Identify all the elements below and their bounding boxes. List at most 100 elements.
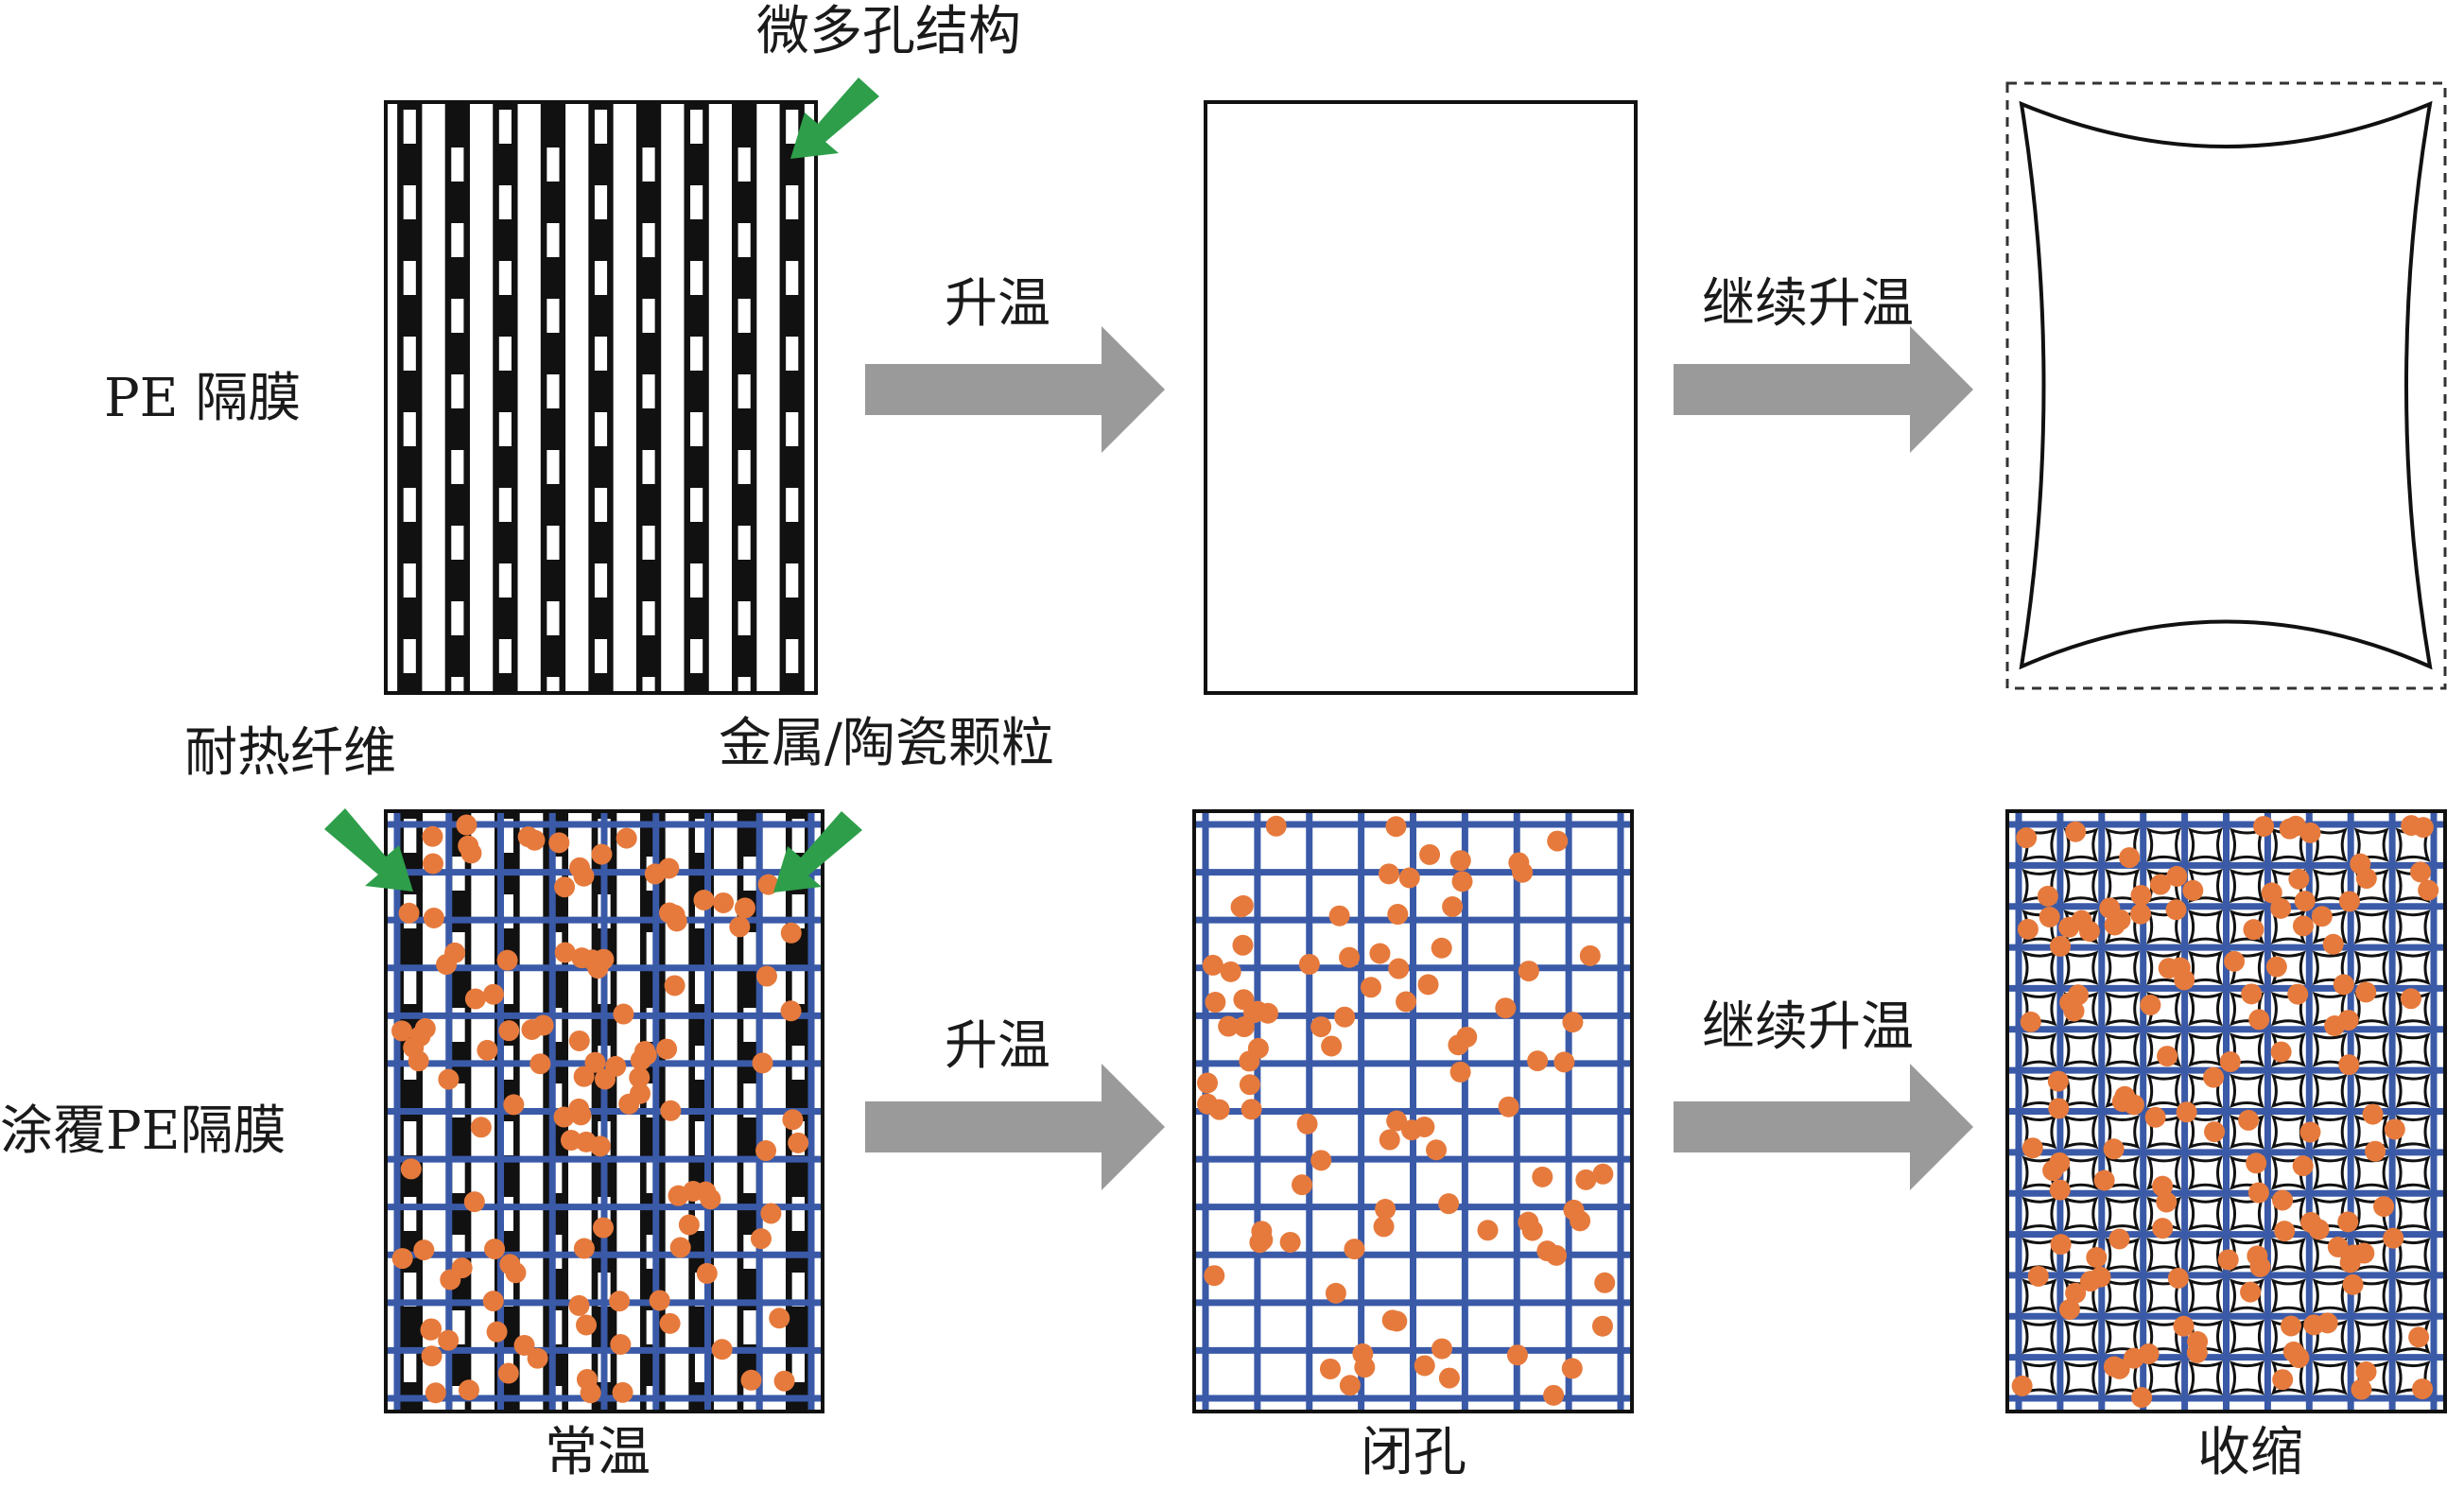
micropore [594, 639, 608, 673]
ceramic-particle [660, 1100, 682, 1121]
ceramic-particle [1506, 1344, 1528, 1366]
ceramic-particle [560, 1130, 581, 1152]
shrunk-pore [2312, 827, 2348, 862]
ceramic-particle [2108, 1228, 2130, 1250]
shrunk-pore [2063, 868, 2099, 904]
ceramic-particle [477, 1039, 498, 1061]
ceramic-particle [2373, 1196, 2395, 1218]
ceramic-particle [2261, 882, 2282, 904]
micropore [690, 412, 703, 446]
shrunk-pore [2105, 991, 2141, 1027]
ceramic-particle [2412, 817, 2434, 839]
ceramic-particle [2037, 885, 2058, 907]
shrunk-pore [2229, 1319, 2264, 1355]
ceramic-particle [1575, 1169, 1597, 1190]
ceramic-particle [2049, 1179, 2071, 1201]
annotation-micropore-structure: 微多孔结构 [756, 1, 1021, 62]
micropore [594, 185, 608, 219]
ceramic-particle [1426, 1139, 1448, 1161]
shrunk-pore [2188, 1196, 2224, 1232]
micropore [451, 147, 464, 182]
shrunk-pore [2063, 1155, 2099, 1190]
ceramic-particle [755, 965, 777, 987]
ceramic-particle [2119, 847, 2141, 869]
ceramic-particle [499, 1254, 521, 1275]
micropore [451, 299, 464, 333]
ceramic-particle [2272, 1369, 2294, 1391]
ceramic-particle [2338, 891, 2360, 912]
ceramic-particle [2217, 1249, 2239, 1271]
micropore [594, 488, 608, 522]
ceramic-particle [1197, 1072, 1219, 1094]
ceramic-particle [1232, 934, 1254, 956]
shrunk-pore [2188, 1237, 2224, 1273]
ceramic-particle [734, 897, 755, 919]
ceramic-particle [584, 1051, 606, 1073]
micropore [791, 970, 806, 1004]
ceramic-particle [438, 1329, 460, 1351]
micropore [642, 374, 655, 408]
micropore [594, 563, 608, 598]
ceramic-particle [1386, 1110, 1408, 1132]
ceramic-particle [2339, 1252, 2361, 1273]
shrunk-pore [2270, 910, 2306, 944]
ceramic-particle [2042, 1160, 2064, 1182]
micropore [451, 526, 464, 560]
shrunk-pore [2270, 1237, 2306, 1273]
micropore [451, 374, 464, 408]
shrunk-pore [2188, 910, 2224, 944]
ceramic-particle [2274, 1221, 2296, 1242]
micropore [642, 601, 655, 635]
micropore [594, 412, 608, 446]
shrunk-pore [2312, 910, 2348, 944]
micropore [737, 677, 751, 693]
micropore [743, 1159, 756, 1193]
ceramic-particle [2303, 1314, 2325, 1336]
ceramic-particle [678, 1214, 700, 1236]
ceramic-particle [752, 1052, 773, 1074]
ceramic-particle [573, 1066, 595, 1087]
ceramic-particle [2246, 1152, 2267, 1174]
arrow-label-heating-top: 升温 [945, 273, 1050, 335]
ceramic-particle [497, 1362, 519, 1384]
shrunk-pore [2229, 827, 2264, 862]
shrunk-pore [2395, 1155, 2431, 1190]
ceramic-particle [423, 908, 444, 929]
ceramic-particle [553, 1106, 575, 1128]
ceramic-particle [2140, 994, 2161, 1015]
ceramic-particle [548, 832, 570, 854]
micropore [737, 601, 751, 635]
ceramic-particle [1204, 1265, 1225, 1287]
micropore [403, 1273, 417, 1307]
shrunk-pore [2395, 1319, 2431, 1355]
micropore [498, 337, 512, 371]
caption-closed-pore: 闭孔 [1361, 1422, 1466, 1483]
micropore [690, 563, 703, 598]
shrunk-pore [2229, 1073, 2264, 1109]
ceramic-particle [403, 1037, 425, 1059]
ceramic-particle [1205, 992, 1226, 1014]
ceramic-particle [609, 1291, 631, 1312]
shrunk-pore [2188, 1278, 2224, 1313]
micropore [403, 563, 416, 598]
ceramic-particle [2123, 1347, 2144, 1369]
micropore [786, 110, 799, 144]
ceramic-particle [1279, 1231, 1301, 1253]
ceramic-particle [2248, 1009, 2270, 1031]
micropore [642, 299, 655, 333]
ceramic-particle [2384, 1118, 2405, 1140]
ceramic-particle [444, 942, 466, 963]
shrunk-pore [2063, 1196, 2099, 1232]
ceramic-particle [683, 1180, 704, 1202]
ceramic-particle [2362, 1103, 2384, 1125]
ceramic-particle [2219, 1051, 2241, 1073]
ceramic-particle [1562, 1012, 1584, 1033]
shrunk-pore [2146, 827, 2182, 862]
micropore [690, 488, 703, 522]
ceramic-particle [2050, 935, 2072, 957]
ceramic-particle [2058, 1298, 2080, 1320]
micropore [451, 223, 464, 257]
ceramic-particle [2167, 1267, 2189, 1289]
shrunk-pore [2395, 1073, 2431, 1109]
ceramic-particle [696, 1262, 718, 1284]
